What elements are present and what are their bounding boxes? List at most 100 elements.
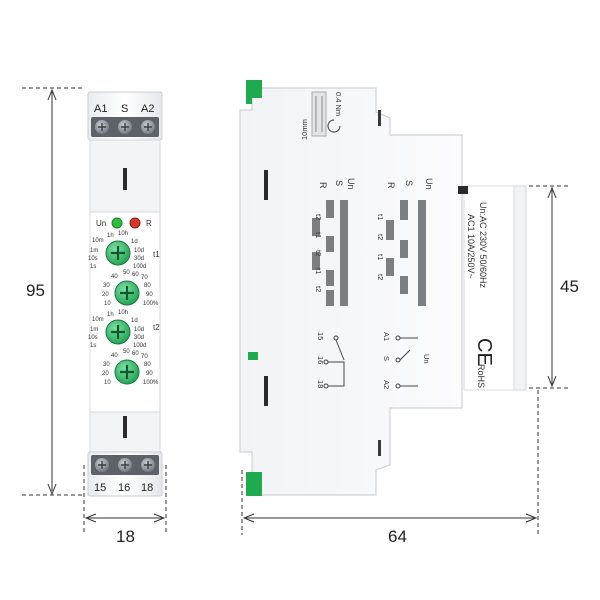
spec-line-2: AC1 10A/250V~ (466, 214, 476, 279)
knob-t2-range[interactable] (105, 319, 131, 345)
svg-text:t2: t2 (314, 214, 323, 220)
range-1h: 1h (107, 233, 114, 239)
bottom-terminal-label-18: 18 (141, 482, 153, 494)
bottom-screw-15[interactable] (95, 458, 109, 472)
timing-labels-1: t2 t1 t2 t1 t2 (314, 214, 323, 292)
pct-30-b: 30 (103, 362, 110, 368)
bottom-terminal-label-15: 15 (94, 482, 106, 494)
pct-10-b: 10 (104, 380, 111, 386)
bottom-screw-18[interactable] (141, 458, 155, 472)
range-10s: 10s (88, 256, 98, 262)
led-un (111, 217, 123, 229)
range-30d: 30d (134, 256, 144, 262)
svg-text:t1: t1 (314, 232, 323, 238)
knob-t1-label: t1 (153, 250, 160, 259)
range2-10s: 10s (88, 335, 98, 341)
svg-text:t1: t1 (376, 214, 385, 220)
pct-70-b: 70 (141, 354, 148, 360)
pct-90-b: 90 (146, 371, 153, 377)
bottom-screw-16[interactable] (118, 458, 132, 472)
knob-t1-range[interactable] (105, 240, 131, 266)
pct-100-b: 100% (143, 380, 159, 386)
func-header-r-1: R (318, 182, 328, 189)
contact-15: 15 (316, 332, 325, 340)
strip-length-label: 10mm (300, 119, 309, 140)
pct-80-b: 80 (144, 362, 151, 368)
top-screw-a2[interactable] (141, 120, 155, 134)
led-r (129, 217, 141, 229)
din-clip-top (246, 80, 262, 104)
pct-100-a: 100% (143, 301, 159, 307)
func-header-r-2: R (386, 182, 396, 189)
ce-mark: CE (473, 338, 495, 366)
pct-50-b: 50 (123, 349, 130, 355)
contact-schematic (323, 335, 345, 389)
func-header-s-1: S (334, 180, 344, 186)
pct-50-a: 50 (123, 270, 130, 276)
pct-60-b: 60 (132, 351, 139, 357)
dimension-depth (241, 390, 539, 535)
contact-18: 18 (316, 380, 325, 388)
dimension-width-front (83, 465, 167, 535)
coil-a2: A2 (382, 380, 391, 389)
dimension-width-label: 18 (116, 527, 135, 546)
dimension-depth-label: 64 (388, 527, 407, 546)
range-10d: 10d (134, 248, 144, 254)
pct-30-a: 30 (103, 283, 110, 289)
timing-diagram-1 (312, 200, 348, 306)
svg-text:t2: t2 (314, 250, 323, 256)
range2-1s: 1s (90, 343, 96, 349)
timing-diagram-2 (386, 200, 426, 306)
rohs-mark: RoHS (476, 364, 486, 388)
knob-t2-percent[interactable] (114, 359, 140, 385)
dimension-height-label: 95 (26, 281, 45, 300)
pct-90-a: 90 (146, 292, 153, 298)
pct-40-b: 40 (111, 353, 118, 359)
func-header-un-2: Un (424, 178, 434, 190)
range2-10h: 10h (118, 310, 128, 316)
led-r-label: R (146, 219, 152, 228)
coil-s: S (382, 356, 391, 361)
top-screw-a1[interactable] (95, 120, 109, 134)
pct-80-a: 80 (144, 283, 151, 289)
range-100d: 100d (133, 264, 146, 270)
dimension-height (22, 87, 85, 496)
contact-16: 16 (316, 356, 325, 364)
func-header-s-2: S (404, 180, 414, 186)
svg-text:t2: t2 (376, 274, 385, 280)
bottom-terminal-label-16: 16 (118, 482, 130, 494)
range2-10m: 10m (92, 317, 104, 323)
top-terminal-label-a1: A1 (94, 103, 107, 115)
coil-un: Un (422, 354, 431, 364)
pct-20-b: 20 (102, 371, 109, 377)
range2-1h: 1h (107, 312, 114, 318)
pct-60-a: 60 (132, 272, 139, 278)
range-1d: 1d (131, 239, 138, 245)
knob-t1-percent[interactable] (114, 280, 140, 306)
svg-text:t1: t1 (376, 254, 385, 260)
top-screw-s[interactable] (118, 120, 132, 134)
torque-label: 0.4 Nm (334, 92, 343, 116)
range2-30d: 30d (134, 335, 144, 341)
timing-labels-2: t1 t2 t1 t2 (376, 214, 385, 280)
pct-10-a: 10 (104, 301, 111, 307)
svg-text:t2: t2 (376, 234, 385, 240)
din-clip-bottom (246, 472, 262, 496)
range2-10d: 10d (134, 327, 144, 333)
range-1s: 1s (90, 264, 96, 270)
pct-40-a: 40 (111, 274, 118, 280)
range-10h: 10h (118, 231, 128, 237)
pct-20-a: 20 (102, 292, 109, 298)
range-1m: 1m (90, 248, 98, 254)
spec-line-1: Un:AC 230V 50/60Hz (478, 202, 488, 289)
coil-schematic (395, 335, 418, 389)
dimension-label-height-label: 45 (560, 277, 579, 296)
coil-a1: A1 (382, 332, 391, 341)
range2-1m: 1m (90, 327, 98, 333)
range2-100d: 100d (133, 343, 146, 349)
front-view: A1 S A2 Un R 1h 10h 1d 10d 30d 100d 10m … (87, 91, 163, 497)
svg-text:t1: t1 (314, 268, 323, 274)
top-terminal-label-a2: A2 (141, 103, 154, 115)
led-un-label: Un (96, 219, 106, 228)
